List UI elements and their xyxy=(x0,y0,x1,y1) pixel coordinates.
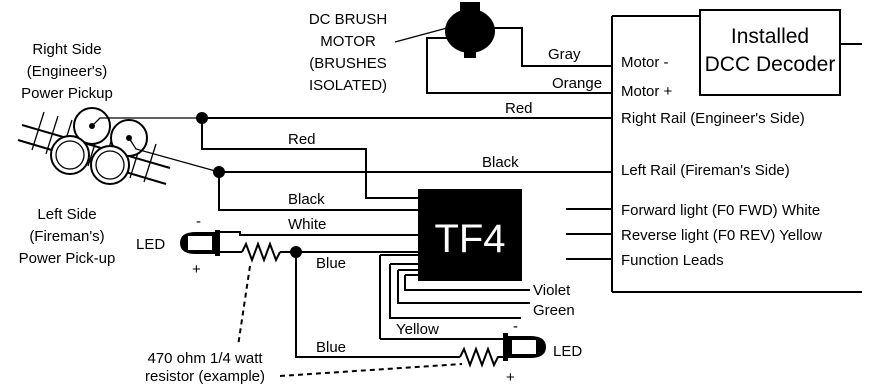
black-tf4-wire xyxy=(218,172,418,211)
svg-text:Left Side: Left Side xyxy=(37,206,96,223)
led-right-minus: - xyxy=(513,318,518,335)
led-left-label: LED xyxy=(136,236,165,253)
gray-wire-label: Gray xyxy=(548,46,581,63)
resistor-note: 470 ohm 1/4 watt resistor (example) xyxy=(145,350,265,385)
led-right-label: LED xyxy=(553,343,582,360)
white-wire xyxy=(218,231,418,236)
tf4-label: TF4 xyxy=(434,217,505,261)
white-wire-label: White xyxy=(288,216,326,233)
svg-text:Power Pickup: Power Pickup xyxy=(21,85,113,102)
resistor-pointer-right xyxy=(279,363,463,377)
dc-motor xyxy=(445,2,495,58)
dcc-decoder-box xyxy=(699,9,841,96)
led-left-minus: - xyxy=(196,213,201,230)
resistor-pointer-left xyxy=(237,265,251,347)
decoder-pin-labels: Motor - Motor + Right Rail (Engineer's S… xyxy=(621,54,822,269)
violet-wire-label: Violet xyxy=(533,282,571,299)
svg-text:DC BRUSH: DC BRUSH xyxy=(309,11,387,28)
red-tf4-wire xyxy=(201,118,418,199)
svg-text:Power Pick-up: Power Pick-up xyxy=(19,250,116,267)
resistor-right xyxy=(459,346,505,368)
right-pickup-note: Right Side (Engineer's) Power Pickup xyxy=(21,41,113,102)
tf4-chip xyxy=(418,189,522,281)
led-left-plus: + xyxy=(192,261,201,278)
pin-function-leads: Function Leads xyxy=(621,252,724,269)
svg-text:Right Side: Right Side xyxy=(32,41,101,58)
pin-forward-light: Forward light (F0 FWD) White xyxy=(621,202,820,219)
led-left xyxy=(180,230,220,256)
yellow-wire-label: Yellow xyxy=(396,321,439,338)
motor-pointer xyxy=(394,27,448,43)
orange-wire xyxy=(426,37,612,94)
red-wire-label-mid: Red xyxy=(288,131,316,148)
svg-text:(BRUSHES: (BRUSHES xyxy=(309,55,387,72)
violet-wire xyxy=(404,275,530,291)
svg-text:(Engineer's): (Engineer's) xyxy=(27,63,107,80)
green-wire xyxy=(397,270,530,304)
pin-right-rail: Right Rail (Engineer's Side) xyxy=(621,110,805,127)
orange-wire-label: Orange xyxy=(552,75,602,92)
motor-note: DC BRUSH MOTOR (BRUSHES ISOLATED) xyxy=(309,11,387,94)
blue-wire-bottom xyxy=(295,252,460,358)
led-right-plus: + xyxy=(506,369,515,386)
blue-wire-label-top: Blue xyxy=(316,255,346,272)
pin-left-rail: Left Rail (Fireman's Side) xyxy=(621,162,790,179)
svg-text:ISOLATED): ISOLATED) xyxy=(309,77,387,94)
decoder-title-line2: DCC Decoder xyxy=(705,53,836,76)
pin-motor-minus: Motor - xyxy=(621,54,669,71)
gray-wire xyxy=(493,27,612,67)
green-wire-label: Green xyxy=(533,302,575,319)
pin-reverse-light: Reverse light (F0 REV) Yellow xyxy=(621,227,822,244)
red-wire-label-top: Red xyxy=(505,100,533,117)
black-wire-label-right: Black xyxy=(482,154,519,171)
svg-text:MOTOR: MOTOR xyxy=(320,33,376,50)
pin-motor-plus: Motor + xyxy=(621,83,673,100)
led-right xyxy=(503,333,546,361)
svg-text:(Fireman's): (Fireman's) xyxy=(29,228,104,245)
svg-text:470 ohm 1/4 watt: 470 ohm 1/4 watt xyxy=(147,350,263,367)
blue-wire-label-bottom: Blue xyxy=(316,339,346,356)
resistor-left xyxy=(241,241,281,263)
left-pickup-note: Left Side (Fireman's) Power Pick-up xyxy=(19,206,116,267)
black-wire-label-left: Black xyxy=(288,191,325,208)
svg-text:resistor (example): resistor (example) xyxy=(145,368,265,385)
decoder-title-line1: Installed xyxy=(731,25,809,48)
